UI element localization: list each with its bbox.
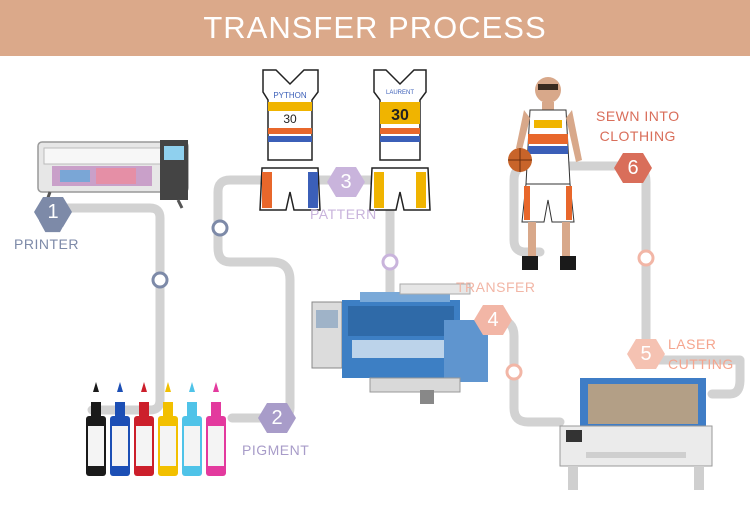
step-number-5: 5 [640,343,651,365]
jersey-pattern-a: PYTHON 30 [263,70,318,160]
step-number-4: 4 [487,309,498,331]
jersey-a-number: 30 [283,112,297,126]
step-number-3: 3 [340,171,351,193]
step-hex-1: 1 [34,197,72,232]
step-label-printer: PRINTER [14,236,79,252]
node-ring [507,365,521,379]
step-label-laser-cutting: LASER CUTTING [668,334,734,374]
jersey-a-name: PYTHON [273,91,307,100]
node-ring [153,273,167,287]
laser-cutter-image [560,378,712,490]
step-label-sewn: SEWN INTO CLOTHING [596,106,680,146]
shorts-pattern-a [260,168,320,210]
step-number-2: 2 [271,407,282,429]
step-hex-3: 3 [327,167,365,197]
node-ring [383,255,397,269]
step-number-6: 6 [627,157,638,179]
step-label-laser-line1: LASER [668,334,734,354]
jersey-b-number: 30 [391,107,409,124]
step-number-1: 1 [47,201,58,223]
step-label-transfer: TRANSFER [456,279,535,295]
node-ring [639,251,653,265]
shorts-pattern-b [370,168,430,210]
step-label-sewn-line1: SEWN INTO [596,106,680,126]
step-label-pigment: PIGMENT [242,442,309,458]
step-label-laser-line2: CUTTING [668,354,734,374]
heat-transfer-machine-image [312,284,488,404]
step-label-sewn-line2: CLOTHING [596,126,680,146]
jersey-b-name: LAURENT [386,90,414,96]
step-label-pattern: PATTERN [310,206,377,222]
jersey-pattern-b: LAURENT 30 [374,70,426,160]
node-ring [213,221,227,235]
